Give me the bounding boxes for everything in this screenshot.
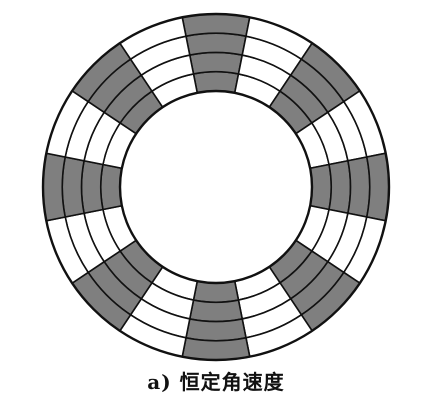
shaded-sector-cell — [61, 156, 86, 218]
shaded-sector-cell — [99, 163, 123, 211]
shaded-sector-cell — [188, 51, 244, 75]
shaded-sector-cell — [181, 13, 251, 38]
shaded-sector-cell — [192, 280, 240, 304]
shaded-sector-cell — [181, 336, 251, 361]
shaded-sector-cell — [346, 156, 371, 218]
shaded-sector-cell — [185, 317, 247, 342]
shaded-sector-cell — [185, 32, 247, 57]
shaded-sector-cell — [188, 299, 244, 323]
shaded-sector-cell — [328, 159, 352, 215]
inner-ring — [118, 89, 314, 285]
disk — [41, 12, 391, 362]
shaded-sector-cell — [192, 70, 240, 94]
shaded-sector-cell — [309, 163, 333, 211]
shaded-sector-cell — [365, 152, 390, 222]
shaded-sector-cell — [42, 152, 67, 222]
outer-ring — [41, 12, 391, 362]
figure-caption: a) 恒定角速度 — [147, 370, 285, 394]
shaded-sector-cell — [80, 159, 104, 215]
